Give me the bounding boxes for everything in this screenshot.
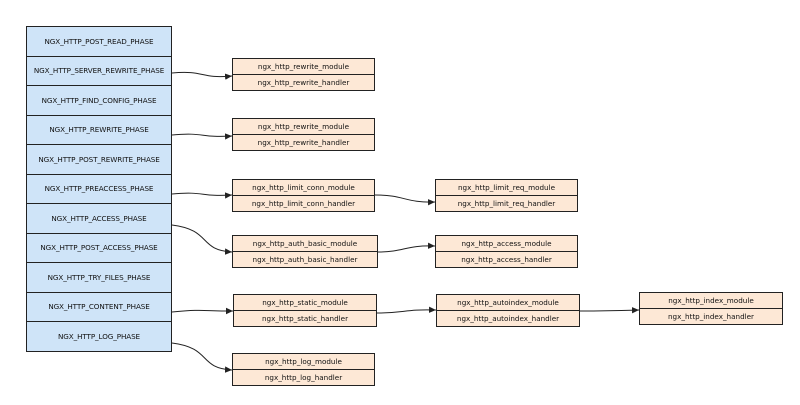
module-box-auth-basic: ngx_http_auth_basic_module ngx_http_auth… bbox=[232, 235, 378, 268]
module-name: ngx_http_access_module bbox=[436, 236, 577, 252]
handler-name: ngx_http_static_handler bbox=[261, 313, 349, 323]
module-name: ngx_http_static_module bbox=[234, 295, 376, 311]
handler-name: ngx_http_rewrite_handler bbox=[257, 137, 350, 147]
phase-rewrite: NGX_HTTP_REWRITE_PHASE bbox=[26, 115, 172, 145]
connector-auth-basic bbox=[171, 224, 233, 255]
connector-limit-req bbox=[374, 194, 436, 206]
handler-name: ngx_http_rewrite_handler bbox=[257, 77, 350, 87]
connector-static bbox=[171, 307, 234, 315]
module-box-server-rewrite: ngx_http_rewrite_module ngx_http_rewrite… bbox=[232, 58, 375, 91]
connector-autoindex bbox=[376, 306, 437, 314]
phase-content: NGX_HTTP_CONTENT_PHASE bbox=[26, 292, 172, 322]
module-box-index: ngx_http_index_module ngx_http_index_han… bbox=[639, 292, 783, 325]
phase-find-config: NGX_HTTP_FIND_CONFIG_PHASE bbox=[26, 86, 172, 116]
phase-list: NGX_HTTP_POST_READ_PHASE NGX_HTTP_SERVER… bbox=[26, 26, 172, 352]
module-name: ngx_http_limit_req_module bbox=[436, 180, 577, 196]
connector-server-rewrite bbox=[171, 71, 233, 80]
phase-server-rewrite: NGX_HTTP_SERVER_REWRITE_PHASE bbox=[26, 56, 172, 86]
connector-rewrite bbox=[171, 133, 233, 140]
module-name: ngx_http_index_module bbox=[640, 293, 782, 309]
module-box-limit-conn: ngx_http_limit_conn_module ngx_http_limi… bbox=[232, 179, 375, 212]
module-box-log: ngx_http_log_module ngx_http_log_handler bbox=[232, 353, 375, 386]
module-box-access: ngx_http_access_module ngx_http_access_h… bbox=[435, 235, 578, 268]
handler-name: ngx_http_access_handler bbox=[461, 254, 552, 264]
module-name: ngx_http_auth_basic_module bbox=[233, 236, 377, 252]
module-name: ngx_http_rewrite_module bbox=[233, 59, 374, 75]
connector-limit-conn bbox=[171, 192, 233, 199]
module-name: ngx_http_log_module bbox=[233, 354, 374, 370]
connector-log bbox=[171, 342, 233, 373]
module-box-limit-req: ngx_http_limit_req_module ngx_http_limit… bbox=[435, 179, 578, 212]
module-name: ngx_http_limit_conn_module bbox=[233, 180, 374, 196]
phase-post-access: NGX_HTTP_POST_ACCESS_PHASE bbox=[26, 233, 172, 263]
phase-post-read: NGX_HTTP_POST_READ_PHASE bbox=[26, 26, 172, 57]
phase-preaccess: NGX_HTTP_PREACCESS_PHASE bbox=[26, 174, 172, 204]
handler-name: ngx_http_autoindex_handler bbox=[456, 313, 560, 323]
handler-name: ngx_http_limit_req_handler bbox=[457, 198, 556, 208]
module-box-autoindex: ngx_http_autoindex_module ngx_http_autoi… bbox=[436, 294, 580, 327]
connector-index bbox=[579, 307, 640, 314]
connector-access bbox=[377, 242, 436, 253]
module-box-static: ngx_http_static_module ngx_http_static_h… bbox=[233, 294, 377, 327]
handler-name: ngx_http_limit_conn_handler bbox=[251, 198, 356, 208]
phase-log: NGX_HTTP_LOG_PHASE bbox=[26, 322, 172, 352]
phase-try-files: NGX_HTTP_TRY_FILES_PHASE bbox=[26, 263, 172, 293]
module-box-rewrite: ngx_http_rewrite_module ngx_http_rewrite… bbox=[232, 118, 375, 151]
handler-name: ngx_http_index_handler bbox=[667, 311, 755, 321]
phase-post-rewrite: NGX_HTTP_POST_REWRITE_PHASE bbox=[26, 145, 172, 175]
module-name: ngx_http_rewrite_module bbox=[233, 119, 374, 135]
phase-access: NGX_HTTP_ACCESS_PHASE bbox=[26, 204, 172, 234]
handler-name: ngx_http_auth_basic_handler bbox=[252, 254, 358, 264]
module-name: ngx_http_autoindex_module bbox=[437, 295, 579, 311]
handler-name: ngx_http_log_handler bbox=[264, 372, 343, 382]
